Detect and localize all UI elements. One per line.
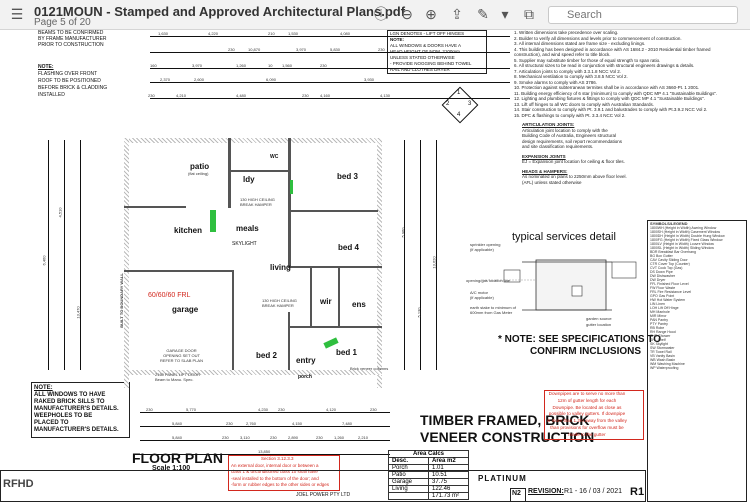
page-indicator: Page 5 of 20 — [34, 17, 91, 28]
markup-icon[interactable]: ▾ — [501, 6, 509, 22]
sidebar-icon[interactable]: ⧉ — [524, 6, 534, 22]
room-bed3: bed 3 — [337, 172, 358, 181]
floor-plan-title: FLOOR PLAN — [132, 450, 223, 466]
toolbar: ☰ 0121MOUN - Stamped and Approved Archit… — [0, 0, 750, 30]
client-name: JOEL POWER PTY LTD — [296, 492, 351, 498]
search-input[interactable] — [548, 6, 738, 24]
rfhd-logo: RFHD — [3, 478, 34, 490]
sheet-id: R1 — [630, 486, 645, 498]
highlight-marker — [210, 210, 216, 232]
room-bed4: bed 4 — [338, 243, 359, 252]
services-diagram — [482, 259, 637, 311]
skylight-label: SKYLIGHT — [232, 241, 257, 247]
symbols-legend: SYMBOLS/LEGEND 1800WH (Height in Width) … — [650, 221, 725, 371]
revision-value: R1 - 16 / 03 / 2021 — [564, 488, 622, 495]
services-label: sprinkler opening(if applicable) — [470, 242, 501, 252]
top-wall — [124, 138, 382, 143]
right-wall — [377, 138, 382, 388]
services-label: garden source — [586, 316, 612, 321]
frl-label: 60/60/60 FRL — [148, 292, 191, 299]
room-porch: porch — [298, 374, 312, 380]
articulation-notes: ARTICULATION JOINTS: Articulation joint … — [522, 122, 627, 185]
general-notes: 1. Written dimensions take precedence ov… — [514, 30, 718, 118]
services-title: typical services detail — [512, 231, 616, 243]
share-icon[interactable]: ⇪ — [451, 6, 463, 22]
room-bed2: bed 2 — [256, 351, 277, 360]
room-wir: wir — [320, 297, 332, 306]
room-meals: meals — [236, 224, 259, 233]
room-entry: entry — [296, 356, 316, 365]
window-note-frame — [31, 382, 130, 438]
room-bed1: bed 1 — [336, 348, 357, 357]
info-icon[interactable]: ⓘ — [374, 6, 388, 22]
left-wall — [124, 138, 129, 388]
highlight-marker — [323, 337, 339, 349]
room-kitchen: kitchen — [174, 226, 203, 235]
downpipe-note-frame — [544, 390, 644, 440]
revision-label: REVISION: — [528, 488, 564, 495]
page-no: N2 — [512, 490, 521, 497]
room-patio: patio — [190, 162, 210, 171]
highlight-marker — [290, 180, 293, 194]
room-wc: WC — [270, 154, 279, 160]
zoom-in-icon[interactable]: ⊕ — [425, 6, 437, 22]
services-label: opening/gas location line — [466, 278, 511, 283]
zoom-out-icon[interactable]: ⊖ — [401, 6, 413, 22]
boundary-label: BUILT TO BOUNDARY WALL — [118, 273, 124, 328]
menu-icon[interactable]: ☰ — [10, 6, 24, 22]
section-note-frame — [228, 455, 340, 491]
brick-veneer-note: Brick veneer columns — [350, 366, 389, 371]
pen-icon[interactable]: ✎ — [477, 6, 489, 22]
company-logo: PLATINUM — [478, 474, 527, 483]
floor-plan-scale: Scale 1:100 — [152, 465, 191, 472]
services-label: A/C motor(if applicable) — [470, 290, 494, 300]
room-ldy: ldy — [243, 175, 255, 184]
services-label: gutter location — [586, 322, 612, 327]
table-row: 171.73 m² — [388, 492, 469, 500]
room-patio-sub: (flat ceiling) — [188, 171, 209, 176]
room-ens: ens — [352, 300, 366, 309]
room-living: living — [270, 263, 291, 272]
room-garage: garage — [172, 305, 199, 314]
document-title: 0121MOUN - Stamped and Approved Architec… — [34, 4, 406, 19]
bottom-wall — [124, 370, 382, 375]
